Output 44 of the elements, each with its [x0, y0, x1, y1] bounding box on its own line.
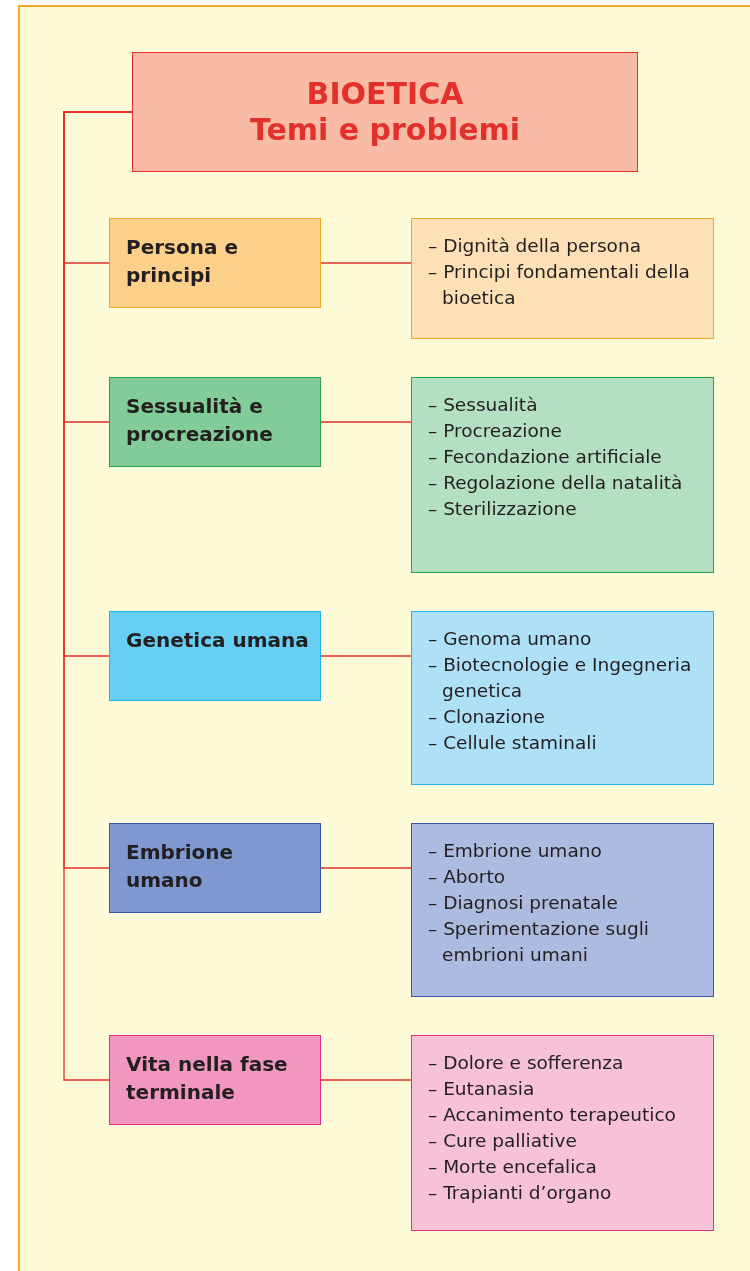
topic-list-box: [411, 611, 714, 785]
list-item: – Embrione umano: [428, 839, 603, 863]
list-item: – Eutanasia: [428, 1077, 536, 1101]
list-item: – Clonazione: [428, 705, 546, 729]
list-item: – Sperimentazione sugli embrioni umani: [428, 917, 650, 967]
list-item: – Accanimento terapeutico: [428, 1103, 677, 1127]
list-item: – Sterilizzazione: [428, 497, 578, 521]
list-item: – Biotecnologie e Ingegneria genetica: [428, 653, 693, 703]
list-item: – Aborto: [428, 865, 507, 889]
list-item: – Dignità della persona: [428, 234, 642, 258]
list-item: – Genoma umano: [428, 627, 593, 651]
list-item: – Morte encefalica: [428, 1155, 598, 1179]
category-label: Sessualità e procreazione: [126, 393, 274, 448]
connector-line: [320, 1079, 412, 1081]
category-label: Embrione umano: [126, 839, 235, 894]
category-box: [109, 218, 321, 308]
list-item: – Cellule staminali: [428, 731, 598, 755]
list-item: – Fecondazione artificiale: [428, 445, 663, 469]
category-label: Persona e principi: [126, 234, 239, 289]
list-item: – Diagnosi prenatale: [428, 891, 619, 915]
category-box: [109, 1035, 321, 1125]
category-label: Vita nella fase terminale: [126, 1051, 289, 1106]
topic-list-box: [411, 823, 714, 997]
category-box: [109, 611, 321, 701]
category-box: [109, 823, 321, 913]
topic-list-box: [411, 218, 714, 339]
list-item: – Sessualità: [428, 393, 539, 417]
connector-line: [320, 655, 412, 657]
topic-list-box: [411, 377, 714, 573]
list-item: – Cure palliative: [428, 1129, 578, 1153]
connector-line: [320, 262, 412, 264]
list-item: – Procreazione: [428, 419, 563, 443]
topic-list-box: [411, 1035, 714, 1231]
connector-line: [320, 421, 412, 423]
category-label: Genetica umana: [126, 627, 310, 654]
list-item: – Regolazione della natalità: [428, 471, 684, 495]
connector-line: [320, 867, 412, 869]
list-item: – Trapianti d’organo: [428, 1181, 613, 1205]
list-item: – Principi fondamentali della bioetica: [428, 260, 691, 310]
title-box: [132, 52, 638, 172]
title-text: BIOETICA: [306, 76, 464, 112]
title-text: Temi e problemi: [249, 112, 521, 148]
list-item: – Dolore e sofferenza: [428, 1051, 625, 1075]
category-box: [109, 377, 321, 467]
